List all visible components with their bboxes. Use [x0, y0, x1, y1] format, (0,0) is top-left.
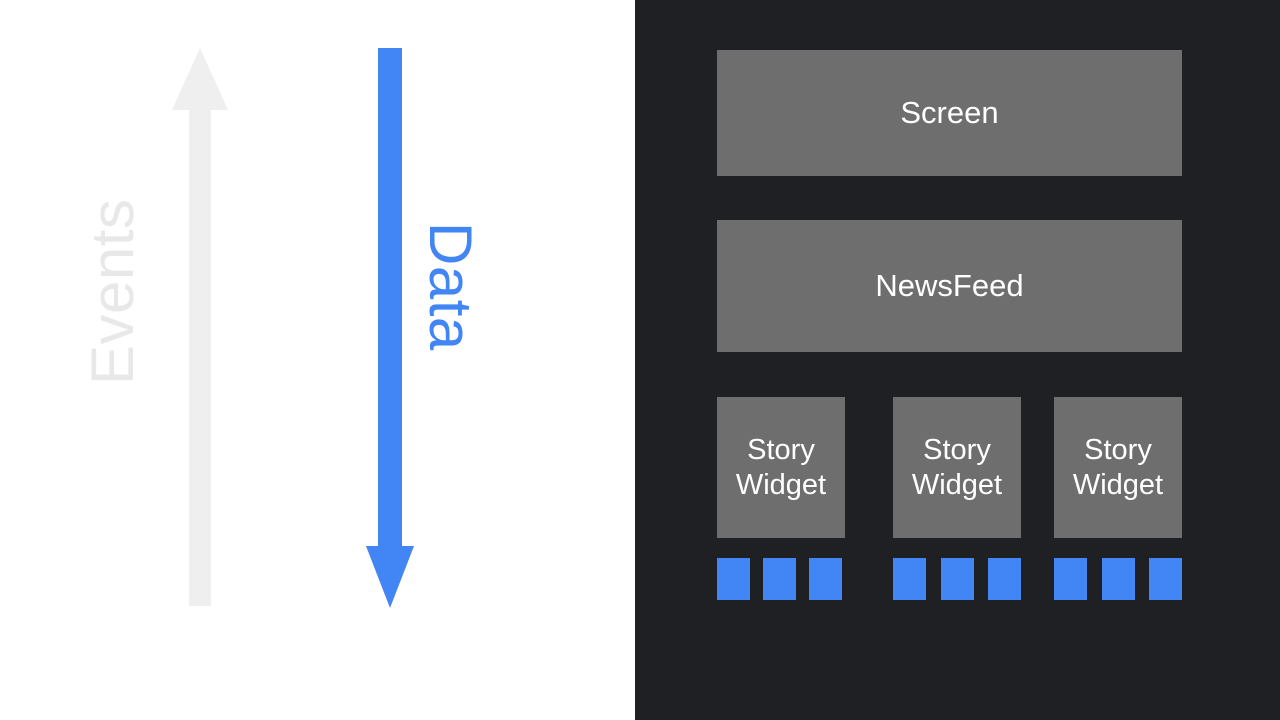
story-widget-line1: Story — [1084, 434, 1152, 467]
story-widget-line2: Widget — [735, 468, 827, 501]
newsfeed-block[interactable]: NewsFeed — [717, 220, 1182, 352]
leaf-chip[interactable] — [717, 558, 750, 600]
flow-direction-pane: Events Data — [0, 0, 635, 720]
leaf-chip[interactable] — [763, 558, 796, 600]
data-label: Data — [417, 222, 484, 351]
leaf-chip[interactable] — [809, 558, 842, 600]
story-widget-label: Story Widget — [912, 433, 1002, 501]
component-hierarchy-pane: Screen NewsFeed Story Widget Story Widge… — [635, 0, 1280, 720]
story-widget-block[interactable]: Story Widget — [717, 397, 845, 538]
leaf-chip[interactable] — [893, 558, 926, 600]
leaf-chip[interactable] — [988, 558, 1021, 600]
story-widget-line2: Widget — [1072, 468, 1164, 501]
story-widget-line1: Story — [747, 434, 815, 467]
leaf-chip[interactable] — [1102, 558, 1135, 600]
leaf-chip[interactable] — [941, 558, 974, 600]
arrow-up-icon — [172, 48, 228, 606]
story-widget-line2: Widget — [911, 468, 1003, 501]
story-widget-label: Story Widget — [736, 433, 826, 501]
story-widget-block[interactable]: Story Widget — [893, 397, 1021, 538]
events-label: Events — [79, 198, 146, 385]
leaf-chip[interactable] — [1149, 558, 1182, 600]
story-widget-line1: Story — [923, 434, 991, 467]
story-widget-block[interactable]: Story Widget — [1054, 397, 1182, 538]
screen-block[interactable]: Screen — [717, 50, 1182, 176]
leaf-chip[interactable] — [1054, 558, 1087, 600]
arrow-down-icon — [366, 48, 414, 608]
story-widget-label: Story Widget — [1073, 433, 1163, 501]
